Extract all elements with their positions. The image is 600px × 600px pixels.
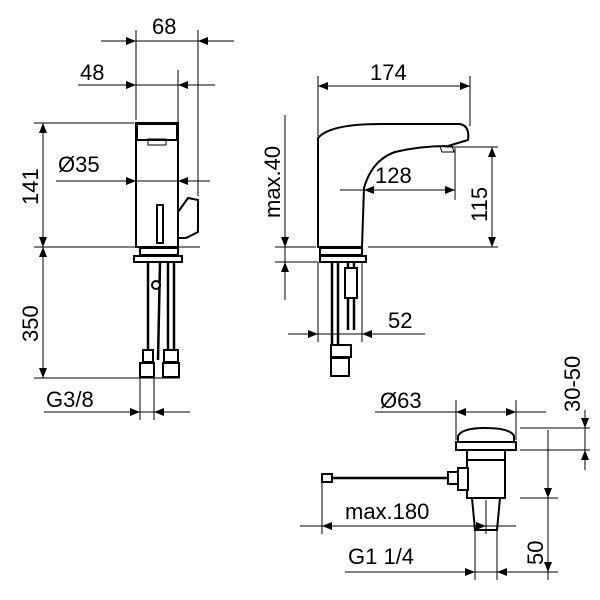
hose-nut-right [162, 362, 180, 378]
side-hose-nut [330, 344, 352, 358]
sensor-window [147, 138, 167, 146]
front-view: 68 48 141 Ø35 350 G3/8 [18, 14, 234, 420]
dim-48: 48 [80, 60, 104, 85]
side-mounting-nut [319, 255, 367, 263]
front-slot [156, 204, 164, 244]
side-hose-fitting [330, 357, 350, 377]
supply-hoses [146, 261, 176, 361]
faucet-top-cap [136, 123, 178, 141]
dim-max40: max.40 [260, 146, 285, 218]
waste-valve-view: Ø63 30-50 max.180 G1 1/4 50 [300, 356, 590, 580]
plug-flange [455, 441, 517, 451]
aerator [439, 145, 455, 153]
dim-dia63: Ø63 [380, 388, 422, 413]
dim-68: 68 [152, 14, 176, 39]
hose-clip [151, 280, 161, 290]
dim-128: 128 [375, 163, 412, 188]
dim-max180: max.180 [345, 499, 429, 524]
rod-end [321, 473, 333, 483]
dim-50: 50 [523, 541, 548, 565]
dim-dia35: Ø35 [58, 152, 100, 177]
dim-141: 141 [18, 168, 43, 205]
side-lever [177, 196, 199, 239]
side-hoses [330, 262, 356, 345]
spout-profile [317, 123, 470, 248]
hose-nut-left [139, 362, 155, 378]
dim-115: 115 [467, 187, 492, 222]
dim-30-50: 30-50 [560, 356, 585, 412]
mounting-nut [133, 255, 183, 263]
valve-body [466, 459, 506, 499]
plug-cap [457, 426, 515, 443]
dim-g114: G1 1/4 [348, 544, 414, 569]
valve-side-port [457, 467, 469, 491]
hose-fitting-right [163, 349, 179, 363]
side-view: 174 128 115 max.40 52 [260, 60, 498, 377]
side-hose-block [344, 267, 358, 299]
dim-174: 174 [370, 60, 407, 85]
side-base-plate [319, 247, 363, 256]
hose-fitting-left [142, 349, 154, 363]
dim-g38: G3/8 [46, 387, 94, 412]
rod-connector [447, 471, 459, 485]
dim-52: 52 [388, 308, 412, 333]
base-plate [139, 247, 179, 256]
dim-350: 350 [18, 305, 43, 342]
valve-neck [466, 449, 506, 461]
